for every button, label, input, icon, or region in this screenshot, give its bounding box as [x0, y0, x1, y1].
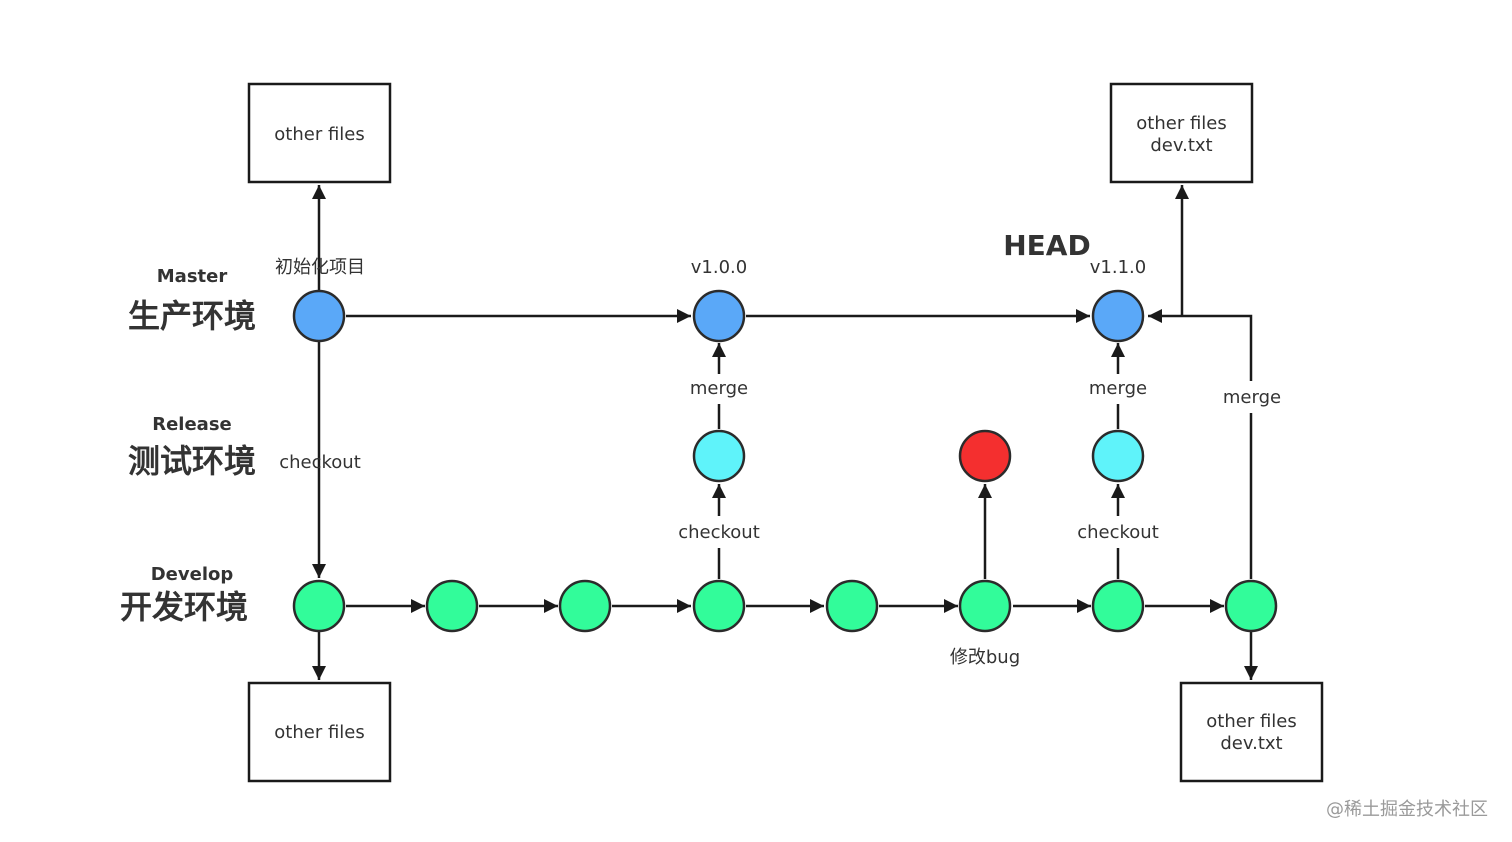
- label-checkout-master: checkout: [279, 452, 361, 473]
- master-node-v100: [692, 289, 746, 343]
- box-text: other files: [274, 722, 364, 743]
- develop-node-2: [425, 579, 479, 633]
- release-node-2: [1091, 429, 1145, 483]
- develop-node-8: [1224, 579, 1278, 633]
- label-v100: v1.0.0: [691, 257, 747, 278]
- env-master-zh: 生产环境: [128, 297, 256, 335]
- develop-node-7: [1091, 579, 1145, 633]
- env-develop-en: Develop: [151, 564, 234, 585]
- env-master-en: Master: [157, 266, 228, 287]
- label-merge-3: merge: [1223, 387, 1281, 408]
- label-v110: v1.1.0: [1090, 257, 1146, 278]
- box-develop-bottom-left: other files: [247, 681, 392, 783]
- develop-node-4: [692, 579, 746, 633]
- bug-node: [958, 429, 1012, 483]
- box-text: other files: [1206, 711, 1296, 732]
- develop-node-3: [558, 579, 612, 633]
- develop-nodes: [292, 579, 1278, 633]
- master-node-init: [292, 289, 346, 343]
- release-nodes: [692, 429, 1145, 483]
- env-develop-zh: 开发环境: [120, 588, 248, 626]
- develop-node-1: [292, 579, 346, 633]
- develop-node-5: [825, 579, 879, 633]
- label-merge-2: merge: [1089, 378, 1147, 399]
- env-release-en: Release: [152, 414, 232, 435]
- label-checkout-1: checkout: [678, 522, 760, 543]
- release-node-1: [692, 429, 746, 483]
- watermark-text: @稀土掘金技术社区: [1326, 799, 1488, 820]
- box-master-top-right: other files dev.txt: [1109, 82, 1254, 184]
- box-text: other files: [1136, 113, 1226, 134]
- master-nodes: [292, 289, 1145, 343]
- develop-node-6: [958, 579, 1012, 633]
- label-fix-bug: 修改bug: [950, 647, 1020, 668]
- label-merge-1: merge: [690, 378, 748, 399]
- box-develop-bottom-right: other files dev.txt: [1179, 681, 1324, 783]
- box-master-top-left: other files: [247, 82, 392, 184]
- label-head: HEAD: [1003, 229, 1090, 262]
- box-text: dev.txt: [1220, 733, 1282, 754]
- arrow-merge-3-upper: [1148, 309, 1253, 381]
- env-release-zh: 测试环境: [128, 442, 256, 480]
- label-checkout-2: checkout: [1077, 522, 1159, 543]
- master-node-v110: [1091, 289, 1145, 343]
- label-init-project: 初始化项目: [275, 257, 365, 278]
- box-text: other files: [274, 124, 364, 145]
- box-text: dev.txt: [1150, 135, 1212, 156]
